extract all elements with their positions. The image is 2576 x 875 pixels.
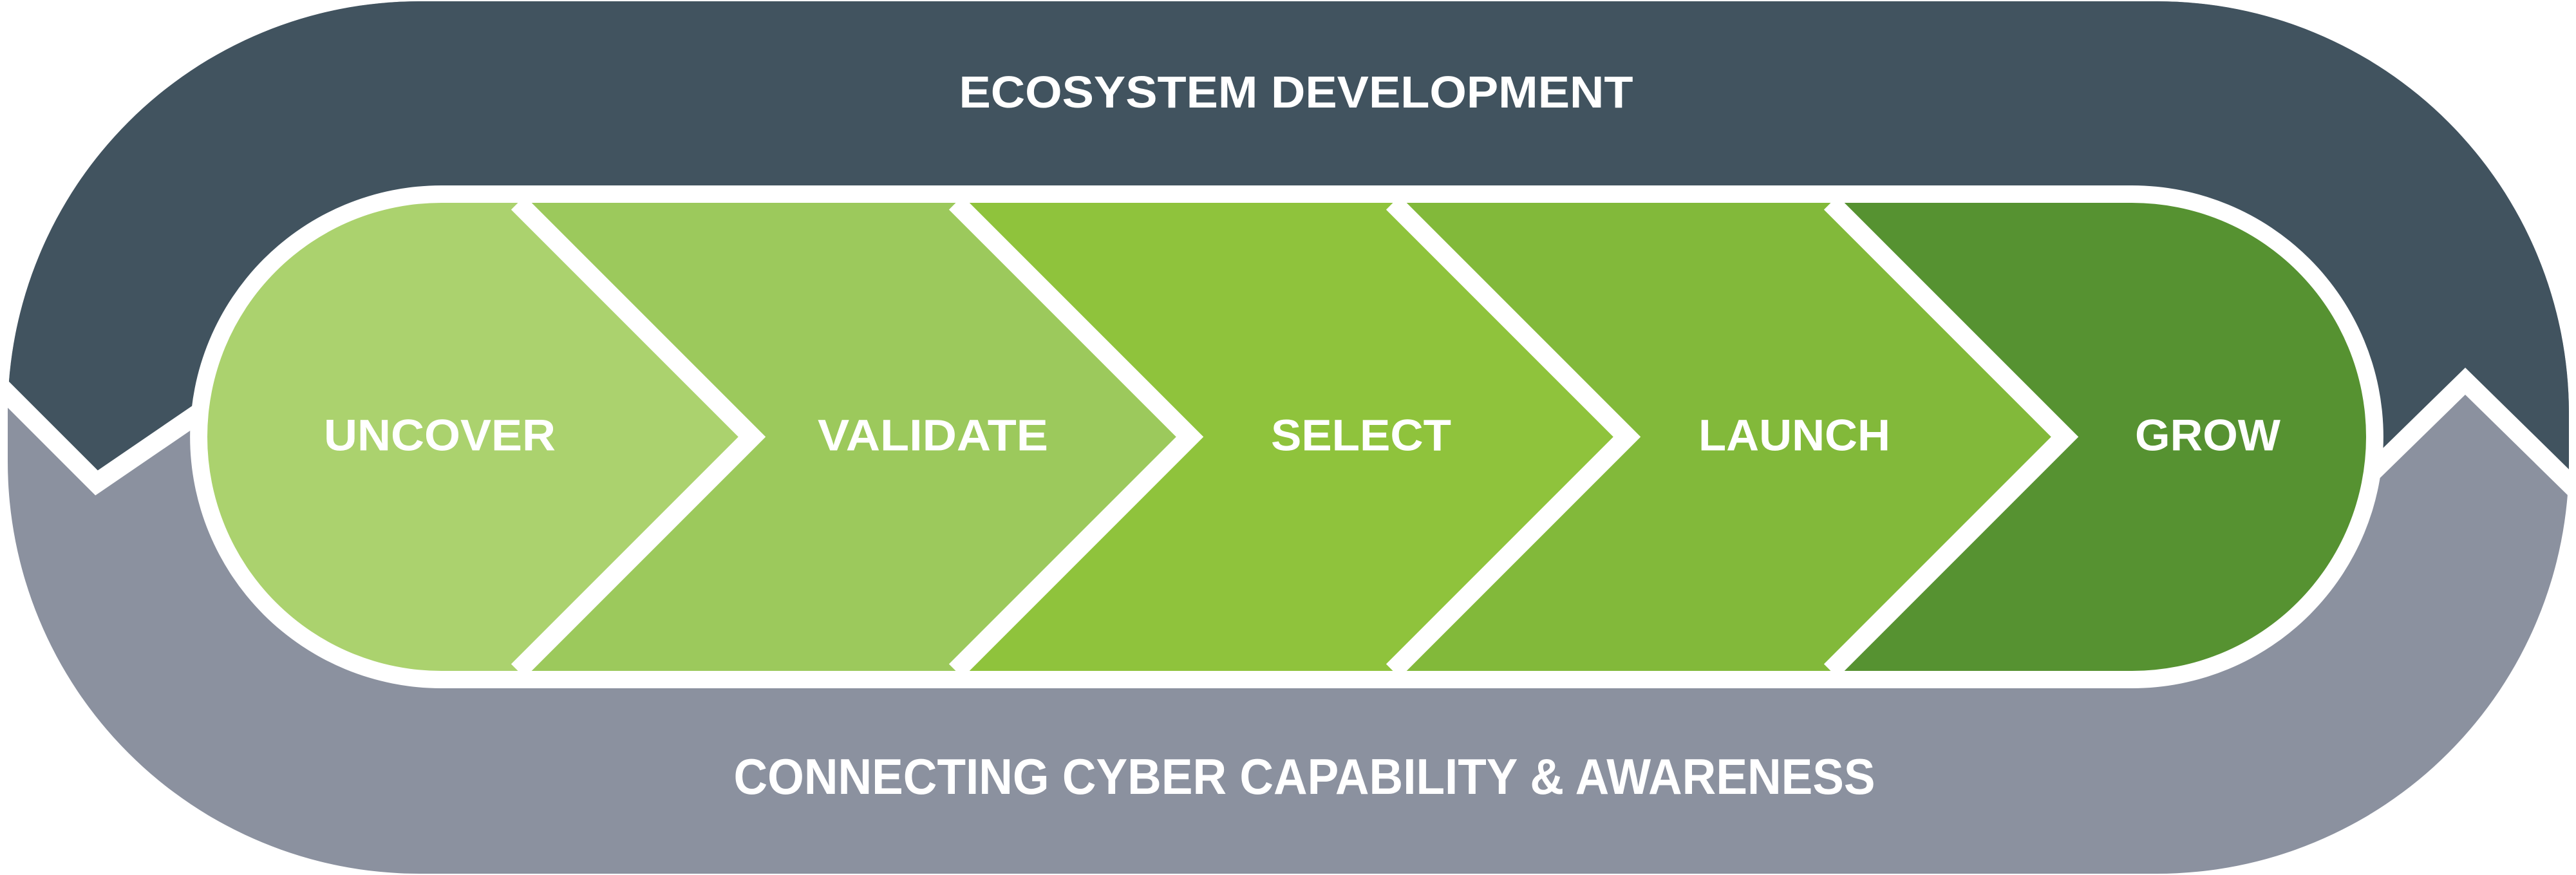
stage-shape-launch <box>1393 203 2065 671</box>
stage-label-uncover: UNCOVER <box>324 411 556 460</box>
stage-separator-1-chevron-icon <box>511 196 766 678</box>
stage-shape-select <box>955 203 1627 671</box>
stage-shape-uncover <box>207 203 752 671</box>
stage-label-launch: LAUNCH <box>1698 411 1890 460</box>
bottom-band-label: CONNECTING CYBER CAPABILITY & AWARENESS <box>734 748 1876 805</box>
top-band-label: ECOSYSTEM DEVELOPMENT <box>959 67 1633 117</box>
stage-label-select: SELECT <box>1271 411 1451 460</box>
stage-shape-grow <box>1830 203 2367 671</box>
stage-separator-3-chevron-icon <box>1386 196 1641 678</box>
stage-label-grow: GROW <box>2135 411 2281 460</box>
stage-separator-2-chevron-icon <box>948 196 1204 678</box>
stage-label-validate: VALIDATE <box>818 411 1048 460</box>
outer-ring-separator-right-chevron <box>2344 368 2576 503</box>
stage-separator-4-chevron-icon <box>1823 196 2079 678</box>
stage-shape-validate <box>518 203 1190 671</box>
